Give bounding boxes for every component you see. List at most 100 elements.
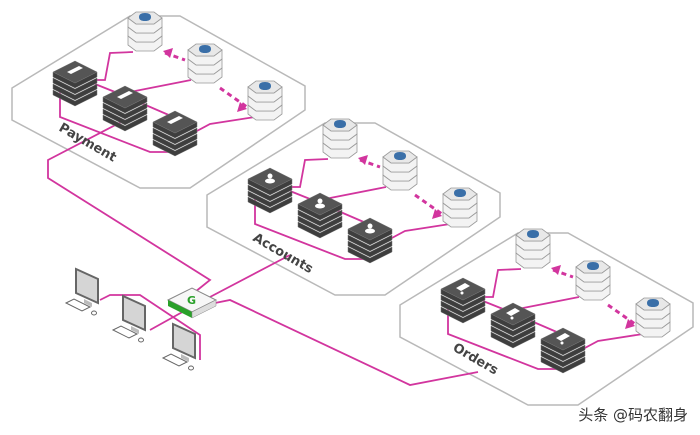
link xyxy=(129,79,192,93)
server-payment xyxy=(152,110,198,157)
server-layer xyxy=(152,139,198,157)
user-icon xyxy=(265,178,275,184)
server-layer xyxy=(52,83,98,101)
mouse-icon xyxy=(138,337,144,343)
server-layer xyxy=(540,344,586,362)
server-orders xyxy=(440,277,486,324)
cart-icon xyxy=(460,291,464,295)
database-icon xyxy=(527,230,539,238)
client-computer xyxy=(64,267,99,316)
server-accounts xyxy=(347,217,393,264)
cart-icon xyxy=(556,333,570,341)
server-layer xyxy=(297,221,343,239)
link xyxy=(517,296,580,310)
keyboard-icon xyxy=(111,325,139,339)
database-icon xyxy=(394,152,406,160)
server-accounts xyxy=(297,192,343,239)
server-payment xyxy=(102,85,148,132)
cart-icon xyxy=(456,283,470,291)
server-layer xyxy=(347,234,393,252)
database-payment xyxy=(247,80,283,121)
server-layer xyxy=(102,102,148,120)
replication-link xyxy=(414,193,443,216)
server-layer xyxy=(247,184,293,202)
link xyxy=(447,309,563,370)
user-icon xyxy=(317,198,323,204)
arrow-head xyxy=(358,155,368,165)
monitor-stand xyxy=(131,326,139,334)
keyboard-icon xyxy=(161,353,189,367)
client-computer xyxy=(161,322,196,371)
server-layer xyxy=(102,108,148,126)
link xyxy=(194,116,256,133)
replication-link xyxy=(219,86,248,109)
database-accounts xyxy=(442,187,478,228)
server-layer xyxy=(440,306,486,324)
gateway-link-payment xyxy=(47,119,212,293)
server-layer xyxy=(102,114,148,132)
server-layer xyxy=(440,294,486,312)
database-payment xyxy=(127,11,163,52)
mouse-icon xyxy=(188,365,194,371)
user-icon xyxy=(365,228,375,234)
server-layer xyxy=(540,350,586,368)
arrow-head xyxy=(551,265,561,275)
database-icon xyxy=(647,299,659,307)
server-layer xyxy=(297,209,343,227)
link xyxy=(483,268,522,298)
gateway-link-accounts xyxy=(209,254,291,298)
monitor-icon xyxy=(75,267,99,305)
server-layer xyxy=(297,215,343,233)
user-icon xyxy=(267,173,273,179)
gateway-g-icon: G xyxy=(187,294,196,307)
user-icon xyxy=(315,203,325,209)
arrow-head xyxy=(625,319,635,329)
gateway-link-orders xyxy=(214,299,479,386)
database-icon xyxy=(259,82,271,90)
database-accounts xyxy=(382,150,418,191)
server-orders xyxy=(540,327,586,374)
database-orders xyxy=(575,260,611,301)
server-payment xyxy=(52,60,98,107)
server-layer xyxy=(490,325,536,343)
link xyxy=(95,51,134,81)
link xyxy=(389,223,451,240)
card-icon xyxy=(67,66,83,74)
link xyxy=(254,199,370,260)
database-orders xyxy=(515,228,551,269)
server-layer xyxy=(52,77,98,95)
keyboard-icon xyxy=(64,298,92,312)
client-link xyxy=(99,294,201,360)
link xyxy=(324,186,387,200)
server-layer xyxy=(52,89,98,107)
database-accounts xyxy=(322,118,358,159)
user-icon xyxy=(367,223,373,229)
database-icon xyxy=(454,189,466,197)
server-orders xyxy=(490,302,536,349)
arrow-head xyxy=(432,209,442,219)
gateway-side xyxy=(191,299,217,319)
link xyxy=(582,333,644,350)
server-layer xyxy=(247,196,293,214)
database-icon xyxy=(587,262,599,270)
server-layer xyxy=(440,300,486,318)
server-layer xyxy=(540,356,586,374)
cart-icon xyxy=(560,341,564,345)
replication-link xyxy=(607,303,636,326)
server-layer xyxy=(347,246,393,264)
database-orders xyxy=(635,297,671,338)
cart-icon xyxy=(506,308,520,316)
api-gateway: G xyxy=(166,287,218,319)
database-icon xyxy=(334,120,346,128)
server-layer xyxy=(490,331,536,349)
card-icon xyxy=(167,116,183,124)
cart-icon xyxy=(510,316,514,320)
client-computer xyxy=(111,294,146,343)
mouse-icon xyxy=(91,310,97,316)
server-layer xyxy=(347,240,393,258)
monitor-icon xyxy=(172,322,196,360)
arrow-head xyxy=(237,102,247,112)
monitor-icon xyxy=(122,294,146,332)
